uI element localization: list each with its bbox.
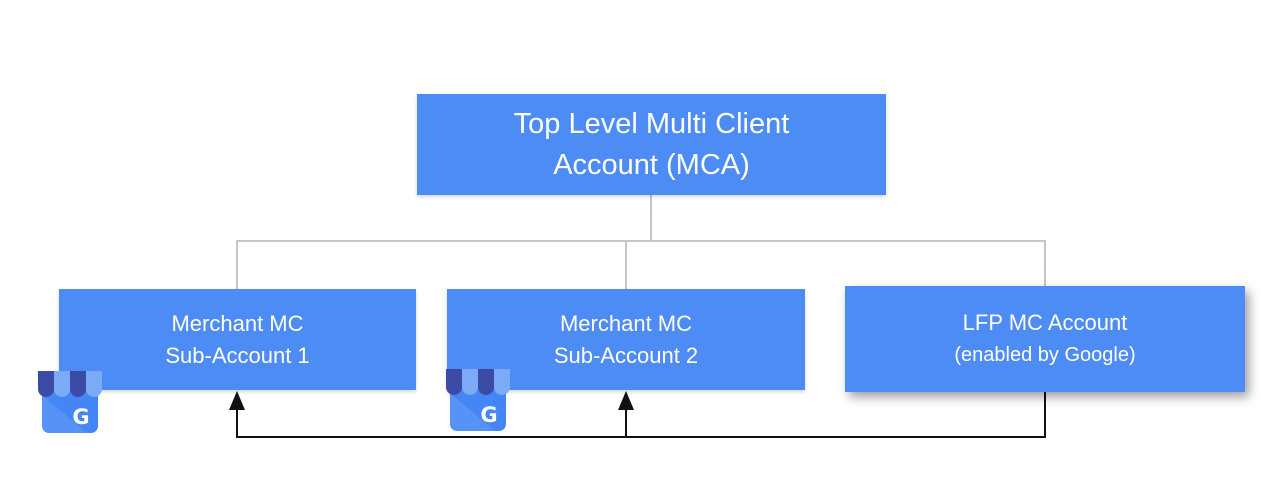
storefront-body (42, 385, 98, 433)
storefront-fold (450, 393, 495, 431)
node-label-line: (enabled by Google) (954, 344, 1136, 366)
feed-line-from-lfp (1044, 392, 1046, 437)
node-merchant-sub-account-1: Merchant MC Sub-Account 1 (59, 289, 416, 390)
awning-stripe (54, 371, 70, 397)
google-g-letter: G (72, 405, 89, 429)
node-lfp-mc-account: LFP MC Account (enabled by Google) (845, 286, 1245, 392)
node-label-line: Merchant MC (559, 310, 693, 336)
node-label-line: Sub-Account 1 (165, 342, 310, 368)
awning-stripe (478, 369, 494, 395)
node-label-line: Account (MCA) (553, 148, 750, 181)
feed-line-horizontal (236, 436, 1046, 438)
storefront-body (450, 383, 506, 431)
storefront-fold (42, 395, 87, 433)
awning-stripe (494, 369, 510, 395)
awning-stripe (70, 371, 86, 397)
connector-drop-sub1 (236, 242, 238, 289)
node-label-line: Merchant MC (171, 310, 304, 336)
google-my-business-icon: G (446, 369, 510, 431)
connector-mca-stem (650, 195, 652, 241)
google-g-letter: G (480, 403, 497, 427)
google-my-business-icon: G (38, 371, 102, 433)
connector-drop-lfp (1044, 242, 1046, 286)
awning-stripe (86, 371, 102, 397)
arrowhead-into-sub1 (229, 391, 245, 410)
node-label-line: LFP MC Account (962, 310, 1128, 335)
node-top-level-mca: Top Level Multi Client Account (MCA) (417, 94, 886, 195)
node-label-line: Sub-Account 2 (553, 342, 699, 368)
connector-horizontal-bus (236, 240, 1046, 242)
node-merchant-sub-account-2: Merchant MC Sub-Account 2 (447, 289, 805, 390)
awning-stripe (38, 371, 54, 397)
connector-drop-sub2 (625, 242, 627, 289)
awning-stripe (462, 369, 478, 395)
node-label-line: Top Level Multi Client (513, 107, 790, 140)
arrowhead-into-sub2 (618, 391, 634, 410)
awning-stripe (446, 369, 462, 395)
feed-line-to-sub2 (625, 405, 627, 436)
feed-line-to-sub1 (236, 405, 238, 436)
